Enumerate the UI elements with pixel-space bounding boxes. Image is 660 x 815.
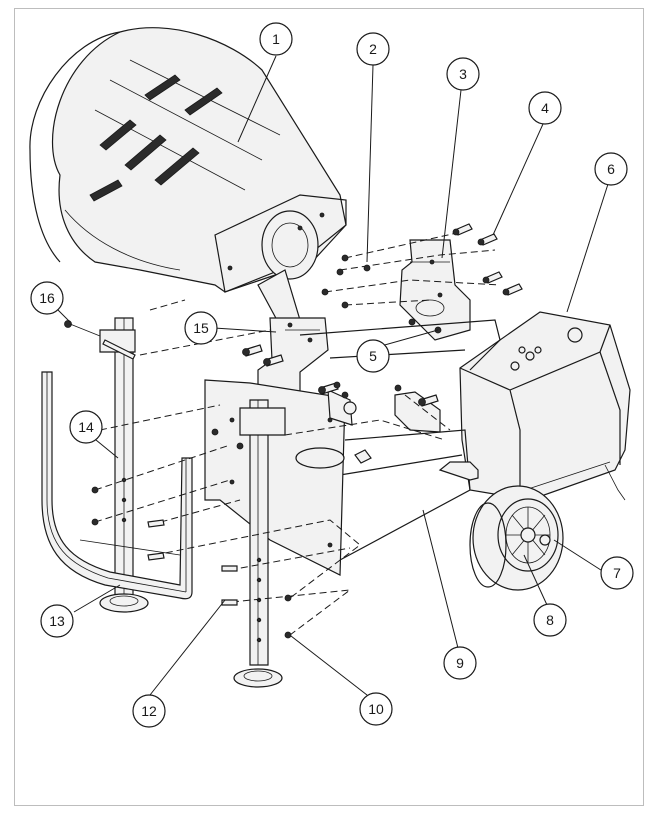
callout-5-label: 5 <box>369 348 377 364</box>
callout-8-label: 8 <box>546 612 554 628</box>
wheel-assembly <box>469 485 564 591</box>
callout-12-label: 12 <box>141 703 157 719</box>
callout-3-label: 3 <box>459 66 467 82</box>
bracket-plates <box>394 239 471 433</box>
callout-14-label: 14 <box>78 419 94 435</box>
engine-housing <box>459 311 631 501</box>
callout-15: 15 <box>184 311 218 345</box>
callout-6-label: 6 <box>607 161 615 177</box>
chassis-frame <box>204 319 501 576</box>
fan-hood <box>29 27 347 323</box>
callout-16-label: 16 <box>39 290 55 306</box>
callout-9-label: 9 <box>456 655 464 671</box>
callout-15-label: 15 <box>193 320 209 336</box>
rear-leg <box>99 317 149 613</box>
callout-6: 6 <box>594 152 628 186</box>
callout-8: 8 <box>533 603 567 637</box>
callout-10: 10 <box>359 692 393 726</box>
callout-12: 12 <box>132 694 166 728</box>
callout-9: 9 <box>443 646 477 680</box>
callout-4: 4 <box>528 91 562 125</box>
leader-lines <box>57 55 609 696</box>
callout-13: 13 <box>40 604 74 638</box>
callout-7: 7 <box>600 556 634 590</box>
callout-16: 16 <box>30 281 64 315</box>
callout-13-label: 13 <box>49 613 65 629</box>
callout-1: 1 <box>259 22 293 56</box>
assembly-centerlines <box>94 229 501 636</box>
callout-3: 3 <box>446 57 480 91</box>
callout-1-label: 1 <box>272 31 280 47</box>
front-leg <box>233 399 286 688</box>
callout-10-label: 10 <box>368 701 384 717</box>
fasteners <box>64 223 523 639</box>
callout-2-label: 2 <box>369 41 377 57</box>
drawing-frame <box>14 8 644 806</box>
callout-4-label: 4 <box>541 100 549 116</box>
callout-14: 14 <box>69 410 103 444</box>
callout-7-label: 7 <box>613 565 621 581</box>
callout-5: 5 <box>356 339 390 373</box>
callout-2: 2 <box>356 32 390 66</box>
